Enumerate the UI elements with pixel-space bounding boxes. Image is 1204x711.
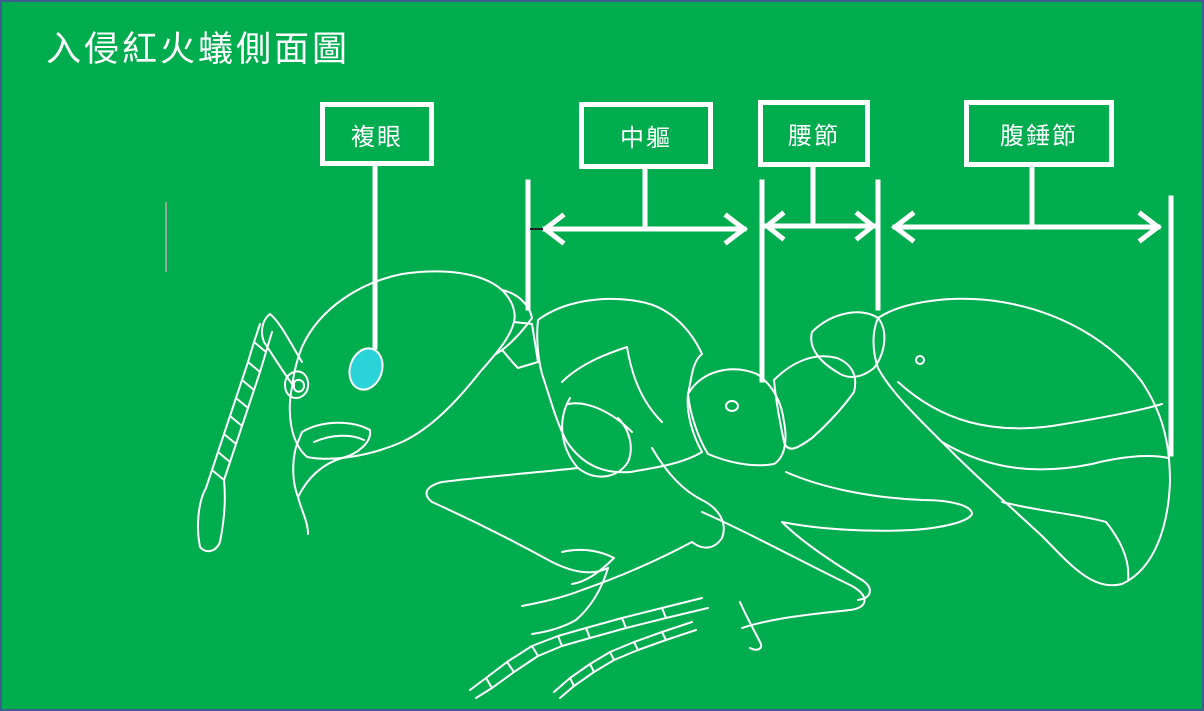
mesosoma xyxy=(536,297,703,474)
gaster xyxy=(872,297,1171,587)
gaster-tip-plate xyxy=(1001,501,1130,581)
ant-outline xyxy=(197,270,1171,699)
antenna-segments-outer xyxy=(205,323,261,489)
gaster-segment-line-1 xyxy=(897,381,1163,430)
antenna-segments-inner xyxy=(223,331,273,481)
tarsus-1-joints xyxy=(485,607,667,689)
head xyxy=(288,270,516,460)
front-tibial-spur xyxy=(561,549,615,585)
gaster-spiracle xyxy=(915,355,925,365)
petiole-arrow-right-head xyxy=(854,210,878,242)
diagram-title: 入侵紅火蟻側面圖 xyxy=(46,30,351,70)
mesosoma-arrow-left-head xyxy=(540,212,566,246)
antenna-club xyxy=(197,479,226,553)
gaster-arrow-left-head xyxy=(890,210,916,244)
middle-femur xyxy=(521,541,693,607)
propodeum xyxy=(687,368,787,467)
postpetiole-node xyxy=(810,311,886,378)
mesosoma-suture xyxy=(561,346,663,423)
label-compound-eye: 複眼 xyxy=(320,102,434,166)
annotation-lines xyxy=(372,164,1174,457)
antenna-segment-lines xyxy=(211,341,267,481)
mesopleuron xyxy=(567,402,633,433)
mandible xyxy=(292,421,372,498)
label-gaster: 腹錘節 xyxy=(964,100,1114,167)
petiole-node xyxy=(773,355,857,450)
head-neck xyxy=(495,289,533,355)
gaster-segment-line-2 xyxy=(941,441,1169,471)
gaster-arrow-right-head xyxy=(1137,210,1163,244)
compound-eye xyxy=(348,347,384,391)
front-coxa xyxy=(561,397,632,478)
antennal-socket-inner xyxy=(293,378,305,393)
tarsus-1-lower xyxy=(475,607,709,699)
hind-femur xyxy=(781,471,973,532)
antenna-scape xyxy=(261,313,303,385)
hind-tarsal-claw xyxy=(739,601,763,651)
front-tibia xyxy=(531,567,609,635)
antennal-socket xyxy=(284,370,310,400)
petiole-arrow-left-head xyxy=(762,210,786,242)
hind-tibia xyxy=(781,521,871,601)
mandible-tip xyxy=(297,496,309,535)
neck xyxy=(501,321,539,369)
tarsus-2-joints xyxy=(569,631,667,687)
middle-coxa xyxy=(651,447,725,549)
mandible-inner xyxy=(313,434,365,443)
front-femur xyxy=(425,467,609,574)
tarsus-1-upper xyxy=(469,597,703,691)
mesosoma-arrow-right-head xyxy=(723,212,749,246)
propodeal-spiracle xyxy=(725,400,739,412)
